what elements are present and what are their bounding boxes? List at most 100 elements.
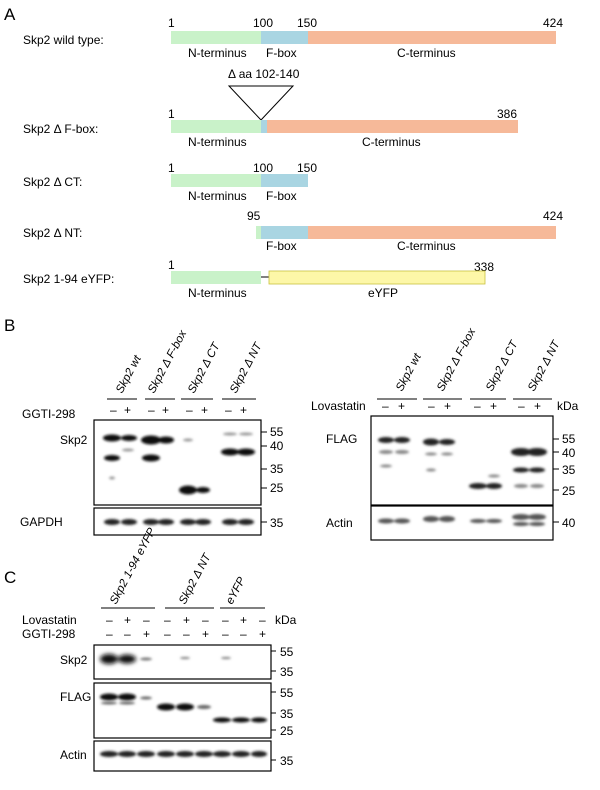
sign: – [110,403,117,417]
residue-number: 95 [247,209,261,223]
marker-label: 55 [562,432,576,446]
blot-label-actin: Actin [326,516,353,530]
marker-label: 35 [280,665,294,679]
domain-label: C-terminus [397,239,456,253]
sign: + [534,399,541,413]
c-terminus-domain [267,120,518,133]
marker-label: 35 [280,754,294,768]
construct-delta-fbox: Skp2 Δ F-box: 1 386 N-terminus C-terminu… [23,107,518,149]
sign: – [259,613,266,627]
marker-label: 55 [270,425,284,439]
lane-label: Skp2 Δ NT [177,551,214,606]
construct-label: Skp2 Δ NT: [23,226,82,240]
sign: + [240,403,247,417]
marker-label: 55 [280,645,294,659]
sign: – [428,399,435,413]
n-terminus-domain [171,31,261,44]
sign: – [186,403,193,417]
panel-c-signs-row1: – + – – + – – + – [106,613,266,627]
n-terminus-domain [171,120,261,133]
lane-label: Skp2 Δ NT [228,340,265,395]
construct-label: Skp2 wild type: [23,33,104,47]
sign: – [164,627,171,641]
sign: – [148,403,155,417]
marker-label: 35 [270,516,284,530]
deletion-marker: Δ aa 102-140 [227,67,300,121]
domain-label: F-box [266,46,297,60]
right-lane-labels: Skp2 wt Skp2 Δ F-box Skp2 Δ CT Skp2 Δ NT [394,325,563,393]
construct-label: Skp2 1-94 eYFP: [23,272,114,286]
blot-label-actin: Actin [60,748,87,762]
f-box-domain [261,120,267,133]
lane-label: Skp2 Δ CT [186,340,223,395]
sign: – [222,627,229,641]
domain-label: F-box [266,189,297,203]
sign: + [124,403,131,417]
domain-label: N-terminus [188,135,247,149]
sign: – [474,399,481,413]
blot-label-skp2: Skp2 [60,653,88,667]
lane-label: Skp2 Δ F-box [435,325,479,393]
lane-label: Skp2 Δ CT [484,338,521,393]
n-terminus-domain [256,226,261,239]
residue-number: 150 [297,161,317,175]
domain-label: F-box [266,239,297,253]
residue-number: 386 [497,107,517,121]
f-box-domain [261,226,308,239]
residue-number: 1 [168,107,175,121]
marker-label: 40 [562,516,576,530]
sign: – [106,627,113,641]
left-skp2-blot [93,419,262,506]
domain-label: C-terminus [397,46,456,60]
residue-number: 338 [474,260,494,274]
sign: – [143,613,150,627]
blot-label-flag: FLAG [326,432,357,446]
lovastatin-label: Lovastatin [311,399,366,413]
sign: – [222,613,229,627]
lane-label: Skp2 wt [114,353,144,395]
f-box-domain [261,31,308,44]
sign: – [382,399,389,413]
sign: + [201,403,208,417]
sign: + [240,613,247,627]
left-gapdh-blot [93,507,262,536]
lane-label: eYFP [224,575,248,606]
sign: + [124,613,131,627]
domain-label: N-terminus [188,189,247,203]
panel-c-flag-blot [93,682,272,739]
kda-label: kDa [275,613,297,627]
sign: – [124,627,131,641]
lane-label: Skp2 wt [394,351,424,393]
left-markers: 55 40 35 25 [261,425,284,495]
sign: – [183,627,190,641]
marker-label: 25 [280,724,294,738]
marker-label: 35 [270,462,284,476]
sign: – [225,403,232,417]
c-terminus-domain [308,31,556,44]
residue-number: 1 [168,16,175,30]
c-terminus-domain [308,226,556,239]
marker-label: 35 [562,463,576,477]
domain-label: N-terminus [188,286,247,300]
right-actin-blot [370,505,554,541]
panel-c-signs-row2: – – + – – + – – + [106,627,266,641]
panel-b-label: B [4,316,15,335]
construct-wild-type: Skp2 wild type: 1 100 150 424 N-terminus… [23,16,563,60]
sign: + [444,399,451,413]
blot-label-flag: FLAG [60,690,91,704]
lane-label: Skp2 Δ NT [526,338,563,393]
marker-label: 40 [562,446,576,460]
panel-c-skp2-blot [93,644,272,680]
sign: – [106,613,113,627]
panel-a-label: A [4,5,16,24]
construct-delta-nt: Skp2 Δ NT: 95 424 F-box C-terminus [23,209,563,253]
marker-label: 25 [562,484,576,498]
panel-c-lane-labels: Skp2 1-94 eYFP Skp2 Δ NT eYFP [108,526,248,606]
residue-number: 424 [543,209,563,223]
marker-label: 55 [280,686,294,700]
n-terminus-domain [171,174,261,187]
deletion-triangle [227,85,295,121]
residue-number: 1 [168,161,175,175]
panel-c-label: C [4,568,16,587]
domain-label: N-terminus [188,46,247,60]
